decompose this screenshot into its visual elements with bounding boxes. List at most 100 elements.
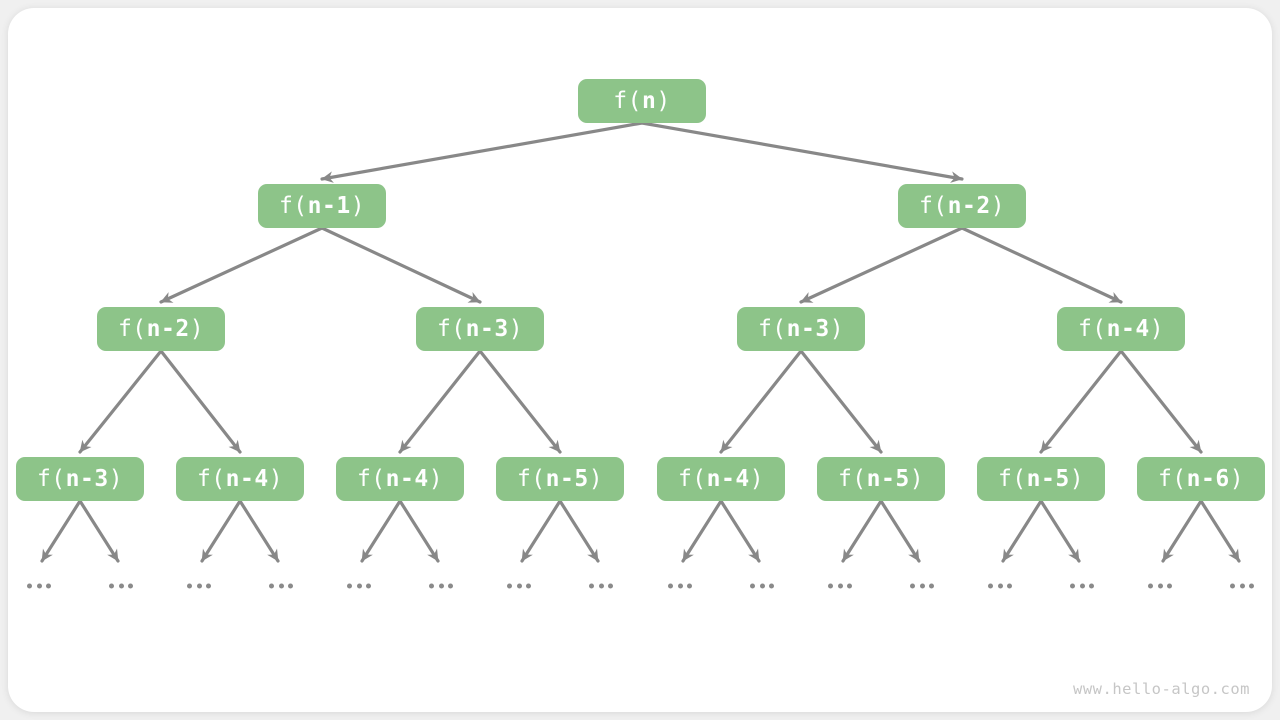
ellipsis-dot (109, 583, 114, 589)
node-label-part: n-5 (1026, 466, 1070, 492)
edge-arrow (1039, 349, 1123, 454)
node-label-part: f( (918, 193, 948, 219)
node-label-part: ) (428, 466, 444, 492)
tree-node-f-n-5: f(n-5) (977, 457, 1105, 501)
ellipsis-dot (118, 583, 124, 589)
tree-node-f-n: f(n) (578, 79, 706, 123)
node-label-part: ) (829, 316, 845, 342)
edge-arrow (398, 499, 440, 563)
ellipsis (507, 583, 531, 589)
ellipsis-dot (269, 583, 274, 589)
node-label-part: f( (196, 466, 226, 492)
tree-node-f-n-4: f(n-4) (176, 457, 304, 501)
tree-node-f-n-6: f(n-6) (1137, 457, 1265, 501)
ellipsis-dot (1249, 583, 1254, 589)
node-label-part: f( (677, 466, 707, 492)
edge-arrow (1001, 499, 1043, 563)
ellipsis (269, 583, 293, 589)
ellipsis-dot (356, 583, 362, 589)
edge-arrow (640, 121, 964, 183)
ellipsis (988, 583, 1012, 589)
edge-arrow (719, 499, 761, 563)
node-label-part: n (641, 88, 657, 114)
ellipsis-dot (1070, 583, 1075, 589)
ellipsis-dot (1230, 583, 1235, 589)
node-label-part: f( (1077, 316, 1107, 342)
ellipsis-dot (997, 583, 1003, 589)
node-label-part: n-4 (1106, 316, 1150, 342)
node-label-part: n-4 (385, 466, 429, 492)
node-label-part: n-5 (545, 466, 589, 492)
ellipsis-dot (910, 583, 915, 589)
node-label-part: n-2 (947, 193, 991, 219)
ellipsis (910, 583, 934, 589)
node-label-part: ) (268, 466, 284, 492)
node-label-part: ) (350, 193, 366, 219)
node-label-part: n-4 (706, 466, 750, 492)
edge-arrow (200, 499, 242, 563)
edge-arrow (159, 226, 324, 304)
node-label-part: ) (189, 316, 205, 342)
ellipsis-dot (598, 583, 604, 589)
edge-arrow (320, 121, 644, 183)
ellipsis-dot (608, 583, 613, 589)
ellipsis (1070, 583, 1094, 589)
ellipsis-dot (128, 583, 133, 589)
edge-arrow (40, 499, 82, 563)
ellipsis-dot (196, 583, 202, 589)
node-label-part: n-2 (146, 316, 190, 342)
ellipsis-dot (929, 583, 934, 589)
ellipsis-dot (837, 583, 843, 589)
node-label-part: n-5 (866, 466, 910, 492)
node-label-part: f( (436, 316, 466, 342)
ellipsis-dot (988, 583, 993, 589)
node-label-part: ) (990, 193, 1006, 219)
diagram-card (8, 8, 1272, 712)
node-label-part: f( (997, 466, 1027, 492)
ellipsis (668, 583, 692, 589)
node-label-part: f( (516, 466, 546, 492)
ellipsis-dot (278, 583, 284, 589)
ellipsis-dot (919, 583, 925, 589)
edge-arrow (78, 499, 120, 563)
node-label-part: ) (909, 466, 925, 492)
node-label-part: f( (117, 316, 147, 342)
ellipsis-dot (847, 583, 852, 589)
node-label-part: n-4 (225, 466, 269, 492)
node-label-part: f( (837, 466, 867, 492)
ellipsis-dot (27, 583, 32, 589)
tree-node-f-n-3: f(n-3) (16, 457, 144, 501)
ellipsis-dot (507, 583, 512, 589)
ellipsis-dot (1167, 583, 1172, 589)
edge-arrow (1161, 499, 1203, 563)
node-label-part: ) (749, 466, 765, 492)
ellipsis-dot (759, 583, 765, 589)
tree-node-f-n-2: f(n-2) (898, 184, 1026, 228)
edge-arrow (799, 349, 883, 454)
edge-arrow (719, 349, 803, 454)
node-label-part: n-3 (786, 316, 830, 342)
ellipsis-dot (1157, 583, 1163, 589)
ellipsis-dot (828, 583, 833, 589)
ellipsis-dot (526, 583, 531, 589)
node-label-part: ) (508, 316, 524, 342)
node-label-part: n-3 (465, 316, 509, 342)
ellipsis-dot (1079, 583, 1085, 589)
ellipsis-dot (429, 583, 434, 589)
ellipsis-dot (677, 583, 683, 589)
ellipsis (1148, 583, 1172, 589)
node-label-part: f( (613, 88, 642, 114)
ellipsis-dot (687, 583, 692, 589)
edge-arrow (478, 349, 562, 454)
edge-arrow (398, 349, 482, 454)
edge-arrow (78, 349, 163, 454)
tree-node-f-n-4: f(n-4) (336, 457, 464, 501)
node-label-part: ) (656, 88, 671, 114)
ellipsis (187, 583, 211, 589)
ellipsis-dot (750, 583, 755, 589)
tree-node-f-n-1: f(n-1) (258, 184, 386, 228)
edge-arrow (681, 499, 723, 563)
ellipsis-dot (1239, 583, 1245, 589)
